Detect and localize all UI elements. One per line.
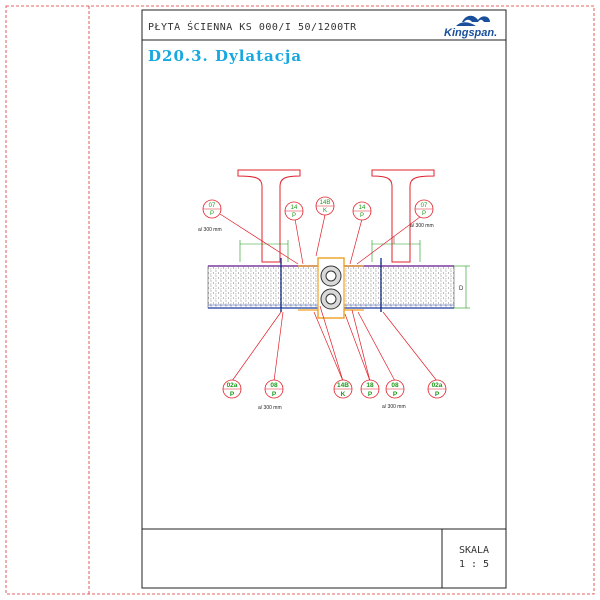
svg-text:P: P	[272, 391, 277, 398]
callout-14b-top: 14B K	[315, 196, 335, 216]
svg-text:02a: 02a	[227, 382, 238, 389]
panel-right-core	[343, 265, 455, 309]
callout-14-left: 14 P	[284, 201, 304, 221]
callout-leaders	[219, 213, 438, 382]
svg-text:18: 18	[366, 382, 374, 389]
callout-14-right: 14 P	[352, 201, 372, 221]
steel-column-right	[371, 169, 435, 263]
svg-text:P: P	[360, 213, 364, 219]
svg-text:14: 14	[291, 205, 298, 211]
svg-text:08: 08	[270, 382, 278, 389]
svg-text:14B: 14B	[337, 382, 349, 389]
spacing-note-bottom-left: a/ 300 mm	[258, 405, 282, 411]
svg-text:P: P	[292, 213, 296, 219]
scale-value: 1 : 5	[459, 559, 489, 570]
scale-label: SKALA	[459, 545, 489, 556]
kingspan-logo: Kingspan.	[444, 15, 497, 39]
svg-text:07: 07	[209, 203, 216, 209]
svg-text:02a: 02a	[432, 382, 443, 389]
svg-text:K: K	[341, 391, 346, 398]
dimension-label: D	[459, 286, 464, 292]
svg-text:07: 07	[421, 203, 428, 209]
spacing-note-bottom-right: a/ 300 mm	[382, 404, 406, 410]
steel-column-left	[237, 169, 301, 263]
callout-02a-left: 02a P	[222, 379, 242, 399]
spacing-note-top-left: a/ 300 mm	[198, 227, 222, 233]
callout-07-right: 07 P	[414, 199, 434, 219]
detail-drawing: D 07 P 14	[198, 169, 470, 411]
svg-text:P: P	[393, 391, 398, 398]
svg-text:08: 08	[391, 382, 399, 389]
callout-08-left: 08 P	[264, 379, 284, 399]
joint-flashing	[298, 257, 364, 319]
svg-text:P: P	[435, 391, 440, 398]
callout-08-right: 08 P	[385, 379, 405, 399]
sheet-title: PŁYTA ŚCIENNA KS 000/I 50/1200TR	[148, 20, 357, 33]
spacing-note-top-right: a/ 300 mm	[410, 223, 434, 229]
svg-text:P: P	[368, 391, 373, 398]
brand-name: Kingspan.	[444, 27, 497, 39]
dimension-lines	[239, 240, 470, 309]
callout-14b-bottom: 14B K	[333, 379, 353, 399]
joint-gaskets	[320, 265, 342, 310]
svg-text:K: K	[323, 208, 327, 214]
sheet-border	[5, 5, 595, 595]
svg-text:P: P	[230, 391, 235, 398]
svg-text:14: 14	[359, 205, 366, 211]
section-title: D20.3. Dylatacja	[148, 47, 302, 65]
callout-02a-right: 02a P	[427, 379, 447, 399]
svg-text:P: P	[210, 211, 214, 217]
panel-left-core	[207, 265, 319, 309]
logo-mark-icon	[456, 15, 490, 26]
callout-07-left: 07 P	[202, 199, 222, 219]
svg-text:14B: 14B	[320, 200, 331, 206]
callout-18: 18 P	[360, 379, 380, 399]
svg-text:P: P	[422, 211, 426, 217]
drawing-frame	[141, 9, 507, 589]
